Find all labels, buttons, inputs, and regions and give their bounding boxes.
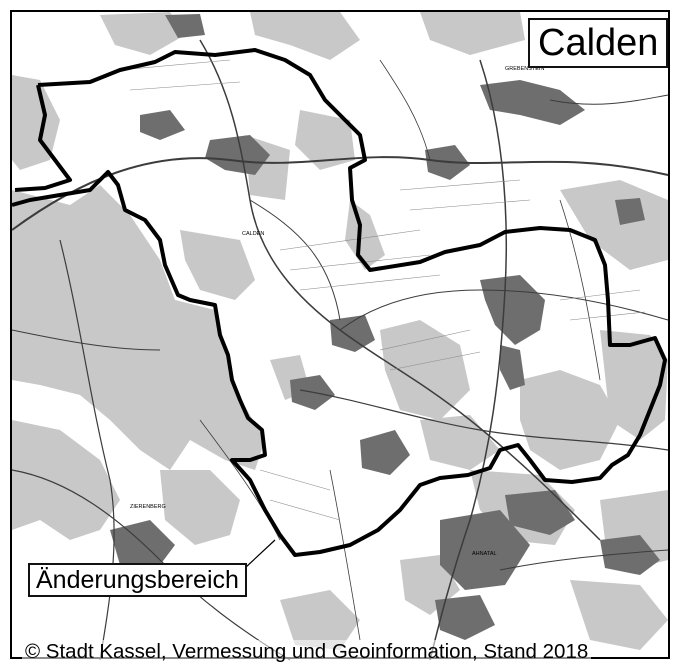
settlement-areas [110,14,660,640]
map-title: Calden [528,18,669,68]
place-label-calden: CALDEN [242,231,264,237]
place-label-zierenberg: ZIERENBERG [130,504,166,510]
place-labels: CALDEN GREBENSTEIN ZIERENBERG AHNATAL [130,66,544,557]
callout-leader [244,539,276,569]
place-label-ahnatal: AHNATAL [472,551,497,557]
copyright-notice: © Stadt Kassel, Vermessung und Geoinform… [22,640,592,664]
change-area-boundary-north-edge [14,84,72,192]
field-lines [119,59,646,521]
place-label-grebenstein: GREBENSTEIN [505,66,544,72]
change-area-boundary [11,48,667,557]
change-area-label: Änderungsbereich [28,563,247,597]
